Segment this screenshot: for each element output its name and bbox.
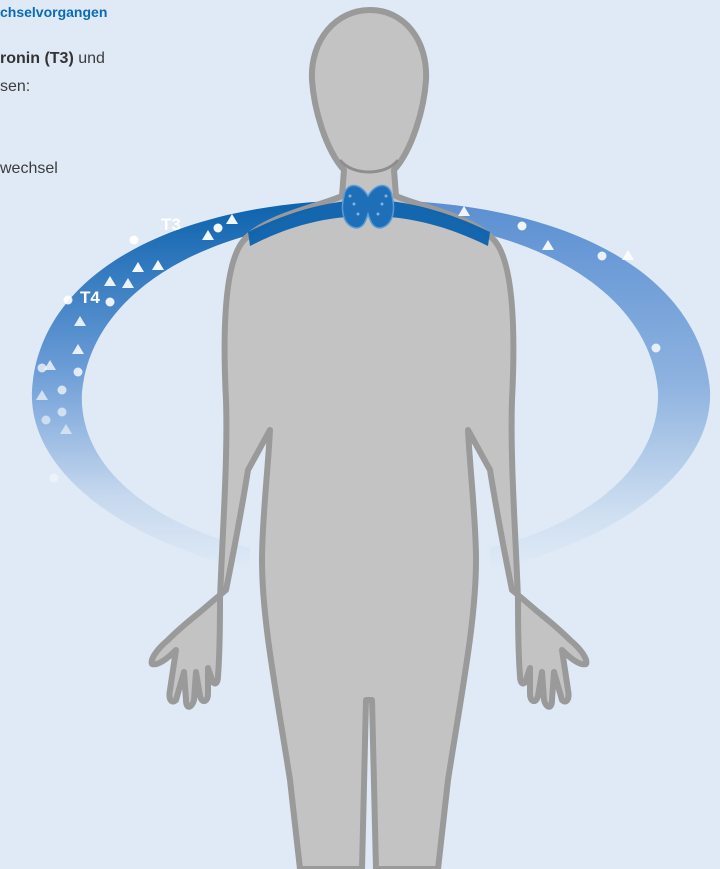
human-body-figure: [152, 10, 587, 869]
hormone-circle-marker: [58, 408, 67, 417]
paragraph-line-2: sen:: [0, 78, 30, 96]
hormone-circle-marker: [42, 416, 51, 425]
hormone-circle-marker: [214, 224, 223, 233]
hormone-circle-marker: [130, 236, 139, 245]
hormone-circle-marker: [38, 364, 47, 373]
hormone-triangle-marker: [622, 250, 634, 260]
hormone-name-t3: ronin (T3): [0, 50, 74, 67]
section-heading: chselvorgangen: [0, 4, 107, 20]
paragraph-line-1-rest: und: [74, 50, 105, 67]
hormone-circle-marker: [58, 386, 67, 395]
body-silhouette: [152, 10, 587, 869]
hormone-circle-marker: [106, 298, 115, 307]
t4-label: T4: [80, 288, 100, 307]
hormone-circle-marker: [598, 252, 607, 261]
paragraph-line-1: ronin (T3) und: [0, 50, 105, 68]
hormone-circle-marker: [518, 222, 527, 231]
hormone-circle-marker: [64, 296, 73, 305]
t3-label: T3: [161, 215, 181, 234]
paragraph-line-3: wechsel: [0, 160, 58, 178]
hormone-circle-marker: [74, 368, 83, 377]
hormone-circle-marker: [50, 474, 59, 483]
hormone-circle-marker: [652, 344, 661, 353]
